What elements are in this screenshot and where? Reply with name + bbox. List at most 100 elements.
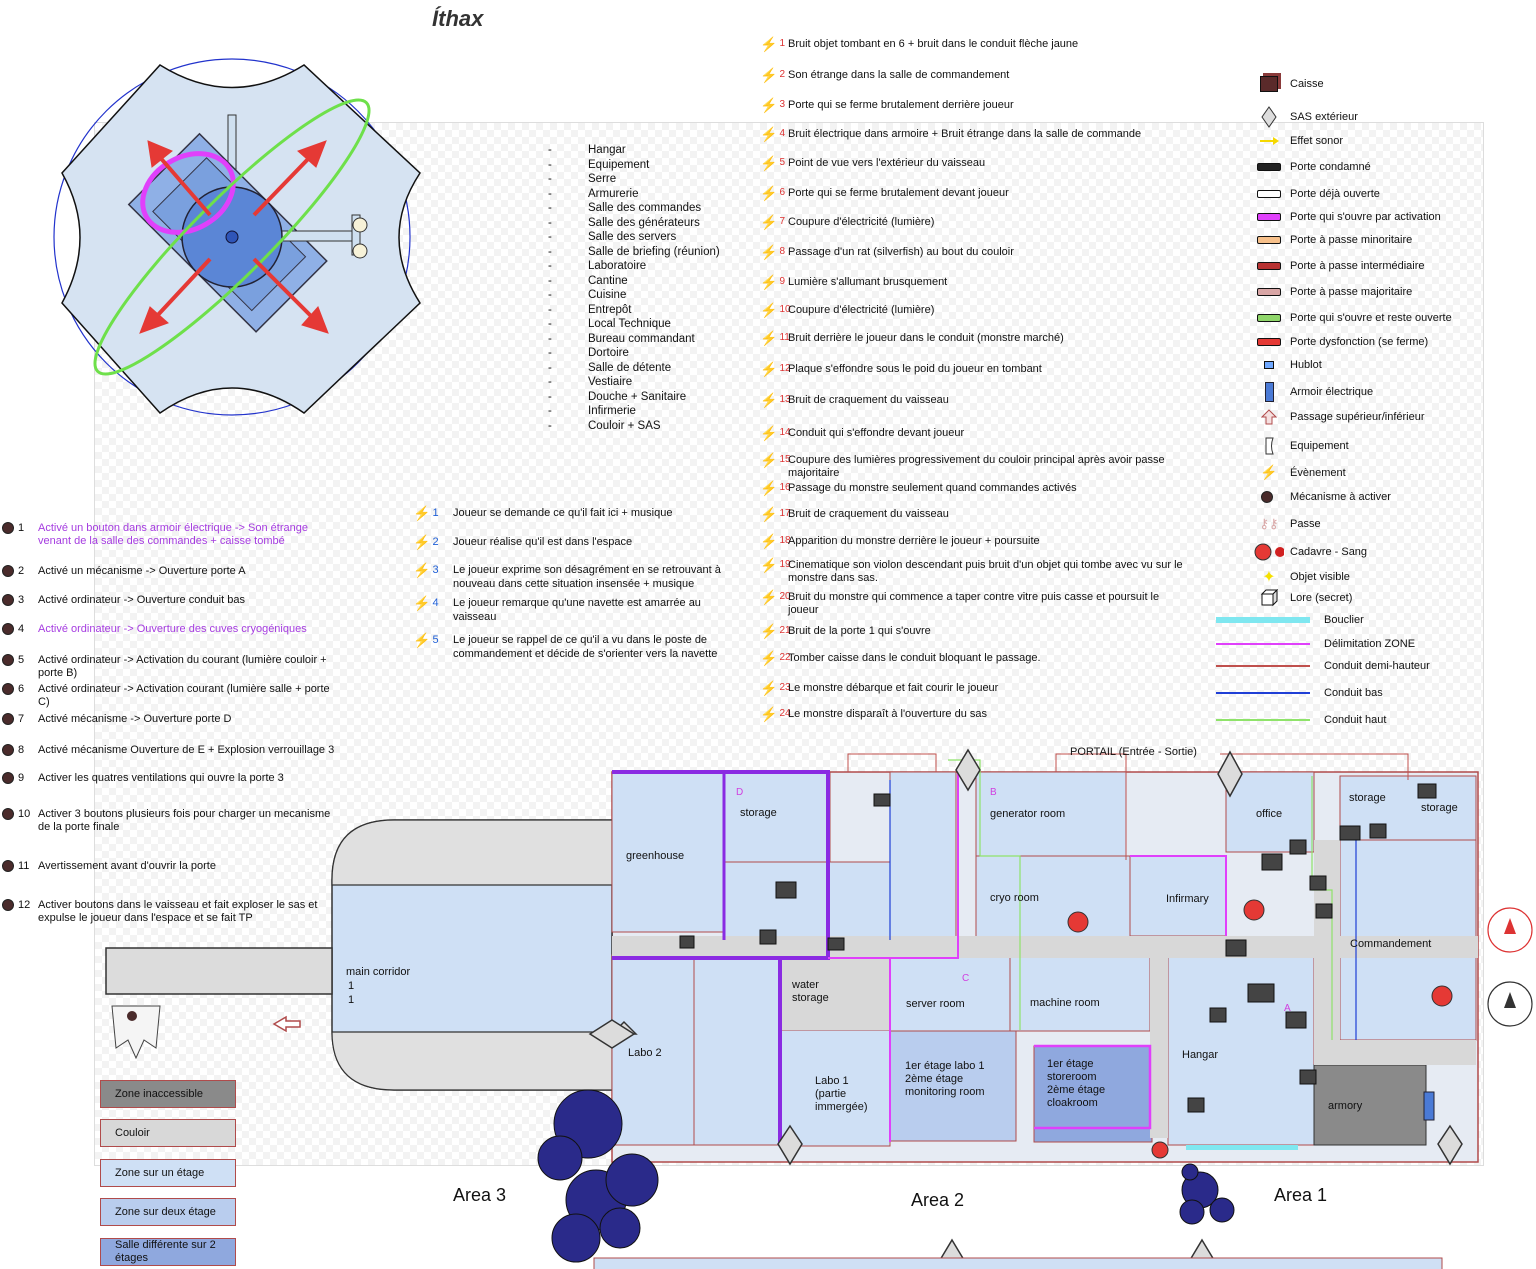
line-legend-item: Bouclier	[1216, 614, 1364, 626]
legend-label: Cadavre - Sang	[1290, 546, 1368, 558]
event-bolt-icon: ⚡	[760, 361, 778, 377]
door-icon	[1254, 190, 1284, 198]
event-text: Le monstre disparaît à l'ouverture du sa…	[788, 708, 987, 720]
event-number: 3	[779, 99, 785, 110]
star-icon: ✦	[1262, 569, 1276, 586]
legend-label: Porte à passe intermédiaire	[1290, 260, 1425, 272]
event-bolt-icon: ⚡	[760, 97, 778, 113]
room-list-label: Salle des servers	[588, 231, 677, 243]
activation-number: 11	[18, 860, 30, 872]
room-list-label: Infirmerie	[588, 405, 636, 417]
room-list-item: -Vestiaire	[548, 376, 633, 388]
zone-legend-item: Zone sur un étage	[100, 1159, 236, 1187]
legend-item: Porte à passe majoritaire	[1254, 286, 1412, 298]
event-number: 8	[779, 246, 785, 257]
legend-item: Porte à passe minoritaire	[1254, 234, 1412, 246]
lore-scroll-icon	[111, 1005, 161, 1060]
event-number: 14	[779, 427, 791, 438]
activation-number: 10	[18, 808, 31, 820]
event-number: 15	[779, 454, 791, 465]
activation-number: 4	[18, 623, 25, 635]
event-number: 2	[779, 69, 785, 80]
event-bolt-icon: ⚡	[760, 533, 778, 549]
event-bolt-icon: ⚡	[760, 557, 778, 573]
room-list-item: -Entrepôt	[548, 303, 632, 316]
event-text: Passage d'un rat (silverfish) au bout du…	[788, 246, 1014, 258]
activation-text: Activé ordinateur -> Ouverture des cuves…	[38, 623, 307, 635]
room-list-label: Vestiaire	[588, 376, 633, 388]
activation-text: Activé ordinateur -> Ouverture conduit b…	[38, 594, 245, 606]
event-number: 23	[779, 682, 791, 693]
line-legend-label: Conduit bas	[1324, 687, 1383, 699]
activation-number: 5	[18, 654, 25, 666]
mechanism-icon	[2, 623, 14, 635]
legend-item: Porte qui s'ouvre et reste ouverte	[1254, 312, 1452, 324]
room-list-item: -Local Technique	[548, 318, 671, 330]
room-list-item: -Hangar	[548, 144, 626, 156]
legend-item: Armoir électrique	[1254, 382, 1373, 402]
door-a-label: A	[1284, 1003, 1291, 1014]
event-number: 22	[779, 652, 791, 663]
event-text: Porte qui se ferme brutalement devant jo…	[788, 187, 1009, 199]
event-text: Porte qui se ferme brutalement derrière …	[788, 99, 1014, 111]
legend-item: Hublot	[1254, 359, 1322, 371]
activation-number: 9	[18, 772, 25, 784]
activation-text: Activé ordinateur -> Activation du coura…	[38, 654, 327, 679]
map-room-server: server room	[906, 998, 965, 1010]
event-text: Bruit derrière le joueur dans le conduit…	[788, 332, 1064, 344]
inner-event-text: Le joueur exprime son désagrément en se …	[453, 564, 721, 590]
map-room-storeroom: 1er étage storeroom 2ème étage cloakroom	[1047, 1058, 1106, 1109]
event-number: 4	[779, 128, 785, 139]
room-list-label: Armurerie	[588, 187, 639, 200]
room-list-label: Dortoire	[588, 347, 629, 359]
activation-text: Activer 3 boutons plusieurs fois pour ch…	[38, 808, 331, 833]
event-bolt-icon: ⚡	[760, 67, 778, 83]
room-list-label: Entrepôt	[588, 303, 632, 316]
room-list-label: Equipement	[588, 158, 650, 171]
inner-event-number: 5	[432, 634, 439, 646]
room-list-item: -Salle des commandes	[548, 202, 702, 214]
inner-event-text: Joueur réalise qu'il est dans l'espace	[453, 536, 633, 548]
event-text: Bruit objet tombant en 6 + bruit dans le…	[788, 38, 1079, 50]
door-icon	[1254, 338, 1284, 346]
event-number: 16	[779, 482, 791, 493]
event-text: Passage du monstre seulement quand comma…	[788, 482, 1077, 494]
legend-item: Effet sonor	[1254, 135, 1343, 147]
legend-label: Equipement	[1290, 440, 1349, 452]
inner-event-text: Le joueur se rappel de ce qu'il a vu dan…	[453, 634, 718, 660]
zone-legend-item: Zone inaccessible	[100, 1080, 236, 1108]
event-number: 24	[779, 708, 791, 719]
legend-label: Porte qui s'ouvre par activation	[1290, 211, 1441, 223]
ship-floor-map	[105, 748, 1533, 1269]
event-number: 13	[779, 394, 791, 405]
event-bolt-icon: ⚡	[760, 706, 778, 722]
inner-event-bolt-icon: ⚡	[413, 562, 431, 578]
activation-number: 12	[18, 899, 31, 911]
inner-event-number: 4	[432, 597, 439, 609]
event-bolt-icon: ⚡	[760, 214, 778, 230]
map-room-labo1-monitoring: 1er étage labo 1 2ème étage monitoring r…	[905, 1060, 985, 1098]
door-icon	[1254, 163, 1284, 171]
inner-event-bolt-icon: ⚡	[413, 505, 431, 521]
map-room-labo1: Labo 1 (partie immergée)	[815, 1075, 868, 1113]
equip-icon	[1254, 437, 1284, 455]
key-icon: ⚷⚷	[1259, 516, 1279, 531]
room-list-label: Salle de détente	[588, 361, 672, 374]
activation-number: 1	[18, 522, 25, 534]
map-room-office: office	[1256, 808, 1283, 820]
legend-label: Hublot	[1290, 359, 1322, 371]
